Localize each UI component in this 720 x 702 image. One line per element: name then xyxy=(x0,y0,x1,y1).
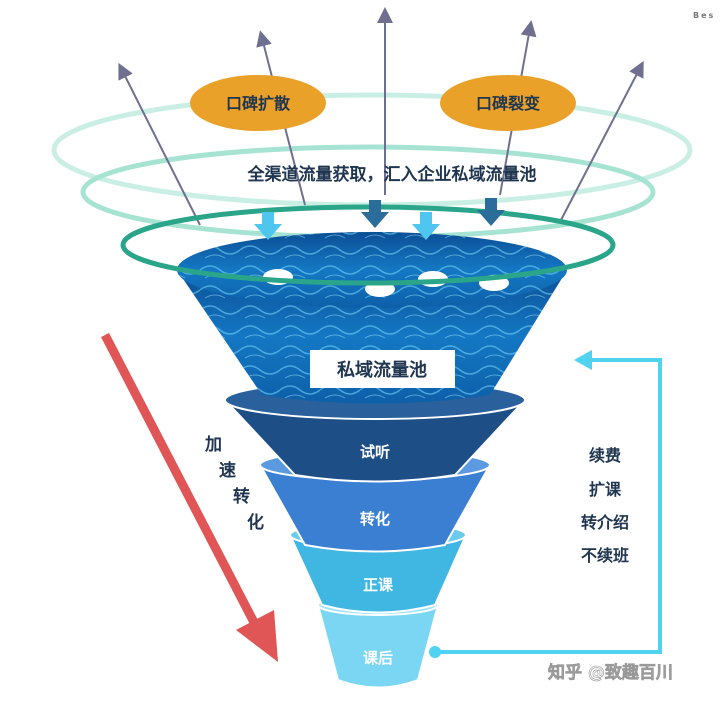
loop-item: 不续班 xyxy=(581,546,629,565)
down-arrow-icon xyxy=(477,198,505,226)
accelerate-char: 转 xyxy=(233,486,250,507)
pool-label: 私域流量池 xyxy=(337,359,427,381)
private-traffic-pool: 私域流量池 xyxy=(177,232,567,404)
corner-text: Bes xyxy=(693,11,715,20)
arrow xyxy=(559,60,644,223)
down-arrow-icon xyxy=(361,200,389,228)
badge-word-of-mouth-fission xyxy=(440,75,576,131)
down-arrow-icon xyxy=(254,212,282,240)
level-label: 试听 xyxy=(360,443,390,461)
inflow-arrows xyxy=(254,198,505,240)
accelerate-char: 加 xyxy=(204,435,222,455)
retention-loop-arrow xyxy=(429,350,662,658)
down-arrow-icon xyxy=(412,212,440,240)
watermark: 知乎 @致趣百川 xyxy=(547,662,673,683)
accelerate-char: 化 xyxy=(247,512,264,533)
level-label: 转化 xyxy=(360,510,390,528)
outward-arrows xyxy=(118,7,644,226)
headline: 全渠道流量获取，汇入企业私域流量池 xyxy=(247,164,537,185)
loop-items: 续费 扩课 转介绍 不续班 xyxy=(581,446,629,565)
inner-ring xyxy=(120,204,616,286)
accelerate-char: 速 xyxy=(219,460,236,481)
arrow xyxy=(118,62,201,226)
pool-label-box xyxy=(310,350,455,388)
accelerate-arrow xyxy=(101,332,278,662)
outer-ring xyxy=(51,92,693,208)
loop-item: 扩课 xyxy=(589,480,622,499)
loop-item: 转介绍 xyxy=(581,513,629,532)
level-label: 课后 xyxy=(363,649,393,667)
badge-label: 口碑扩散 xyxy=(226,94,291,113)
accelerate-text: 加 速 转 化 xyxy=(204,435,264,533)
loop-item: 续费 xyxy=(589,446,621,465)
badge-label: 口碑裂变 xyxy=(476,94,540,113)
badge-word-of-mouth-spread xyxy=(190,75,326,131)
level-label: 正课 xyxy=(363,576,394,594)
